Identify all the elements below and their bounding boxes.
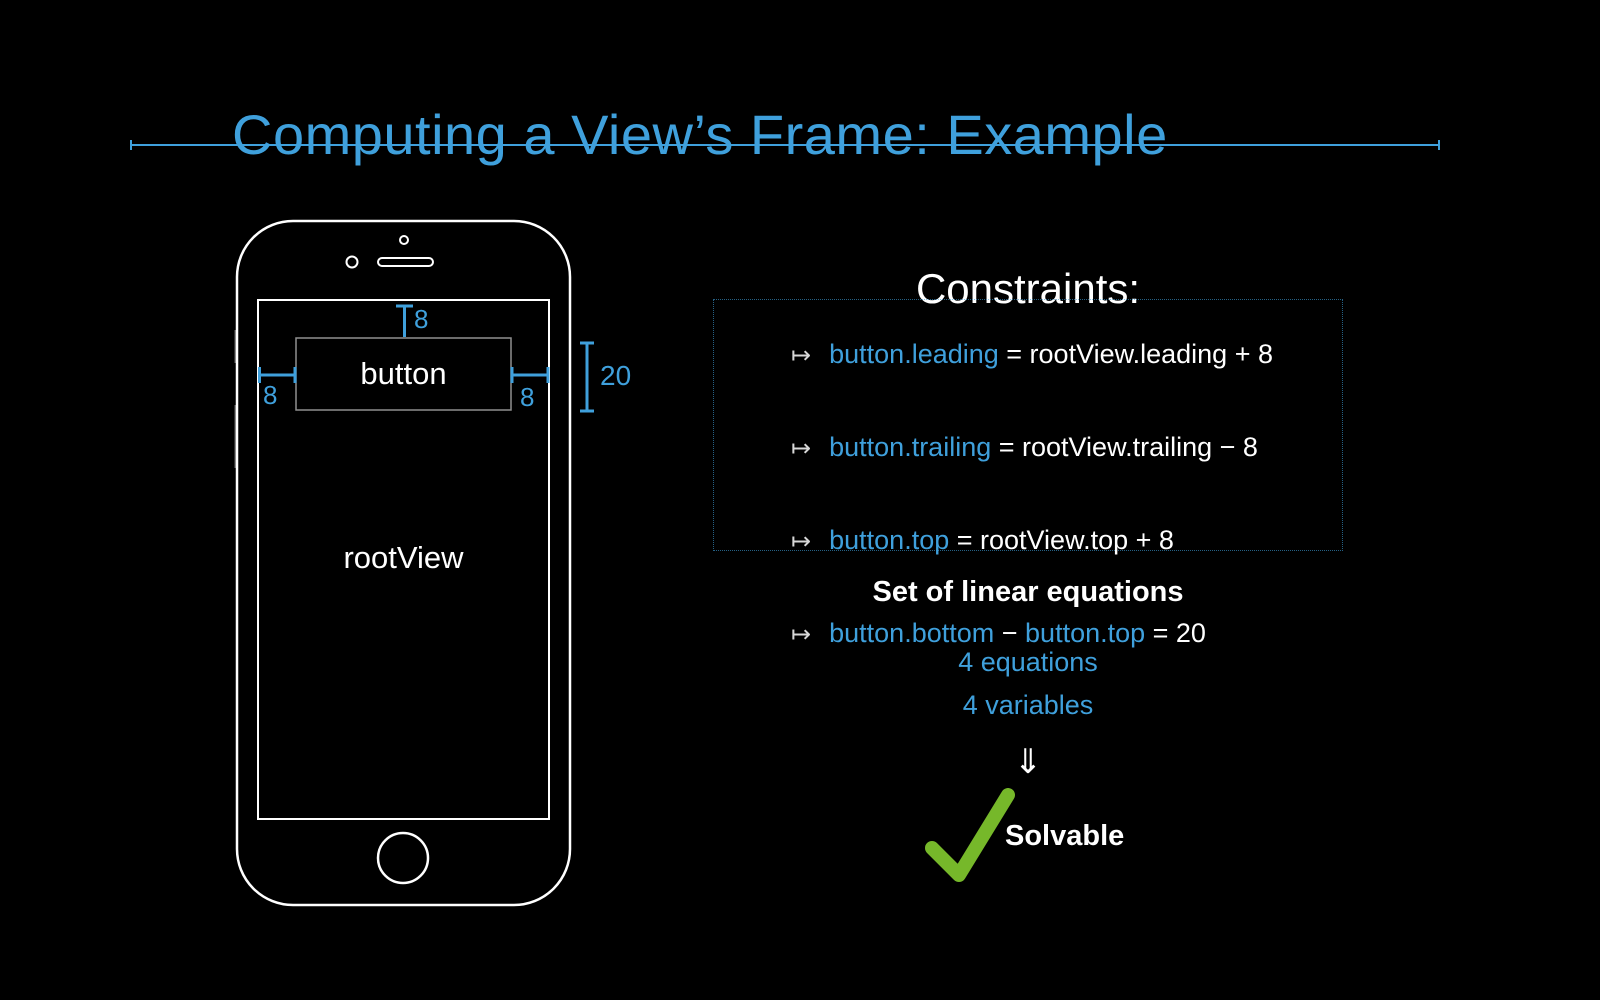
slide-title: Computing a View’s Frame: Example	[232, 102, 1168, 166]
constraint-term: button.top	[829, 525, 950, 555]
measurement-right	[510, 367, 550, 383]
constraints-heading: Constraints:	[915, 264, 1141, 312]
double-down-arrow-icon: ⇓	[1013, 743, 1043, 781]
rootview-label: rootView	[343, 540, 464, 575]
phone-screen-outline	[257, 299, 550, 820]
button-label: button	[360, 356, 447, 391]
sensor-dot-icon	[399, 235, 409, 245]
constraint-text: = 20	[1145, 618, 1206, 648]
constraint-row: ↦ button.bottom − button.top = 20	[746, 587, 1332, 680]
constraint-term: button.trailing	[829, 432, 992, 462]
constraint-row: ↦ button.top = rootView.top + 8	[746, 494, 1332, 587]
constraint-term: button.leading	[829, 339, 999, 369]
solvable-label: Solvable	[1005, 820, 1125, 852]
measure-left-label: 8	[263, 380, 278, 410]
title-underline	[130, 140, 1440, 150]
measure-right-label: 8	[520, 382, 535, 412]
phone-body-outline	[235, 219, 572, 907]
checkmark-icon	[925, 788, 1015, 882]
constraint-text: −	[994, 618, 1026, 648]
constraint-term: button.top	[1025, 618, 1146, 648]
maps-to-icon: ↦	[791, 528, 812, 555]
home-button-outline	[376, 831, 430, 885]
maps-to-icon: ↦	[791, 435, 812, 462]
measurement-top	[396, 304, 413, 337]
maps-to-icon: ↦	[791, 342, 812, 369]
constraint-text: = rootView.top + 8	[949, 525, 1174, 555]
constraint-text: = rootView.trailing − 8	[991, 432, 1258, 462]
speaker-slot-icon	[377, 257, 434, 267]
constraint-text: = rootView.leading + 8	[998, 339, 1273, 369]
constraint-term: button.bottom	[829, 618, 995, 648]
measure-height-label: 20	[600, 360, 632, 391]
constraint-row: ↦ button.leading = rootView.leading + 8	[746, 308, 1332, 401]
camera-dot-icon	[345, 255, 359, 269]
measurement-height	[580, 341, 594, 413]
maps-to-icon: ↦	[791, 621, 812, 648]
constraints-box: ↦ button.leading = rootView.leading + 8 ↦…	[713, 299, 1343, 648]
equations-count: 4 equations	[958, 647, 1098, 677]
measure-top-label: 8	[414, 304, 429, 334]
linear-equations-label: Set of linear equations	[872, 576, 1184, 608]
constraint-row: ↦ button.trailing = rootView.trailing − 8	[746, 401, 1332, 494]
measurement-left	[258, 367, 297, 383]
phone-illustration	[234, 219, 594, 907]
variables-count: 4 variables	[962, 690, 1094, 720]
